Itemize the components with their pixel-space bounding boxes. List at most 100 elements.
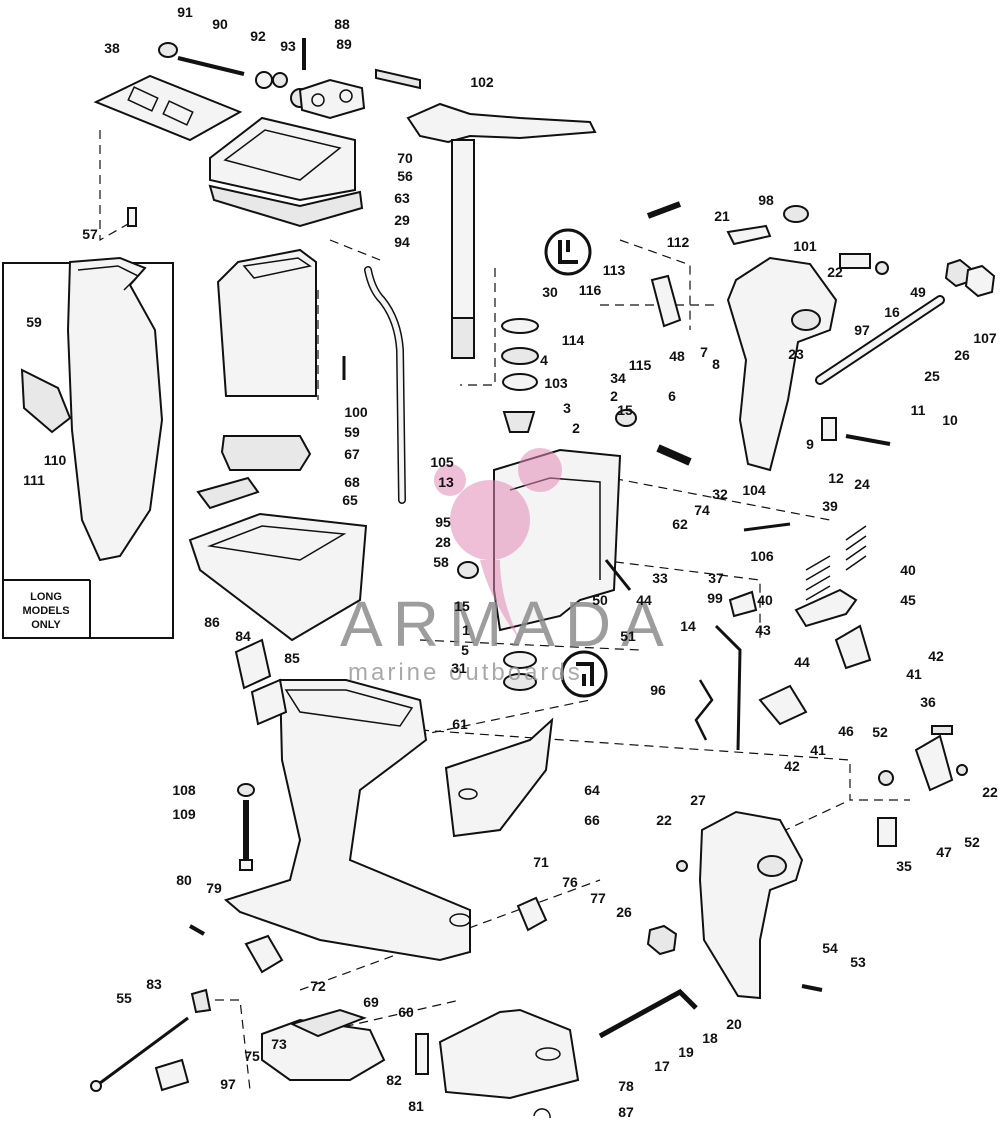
cover-64	[444, 717, 554, 838]
part-label-47: 47	[936, 844, 952, 860]
part-label-22a: 22	[827, 264, 843, 280]
part-label-53: 53	[850, 954, 866, 970]
bolt-35	[877, 817, 897, 847]
cam-99	[728, 590, 758, 618]
part-label-111: 111	[23, 472, 45, 488]
rod-17	[598, 988, 698, 1039]
part-label-105: 105	[430, 454, 454, 470]
part-label-46: 46	[838, 723, 854, 739]
part-label-80: 80	[176, 872, 192, 888]
lower-parts	[90, 896, 580, 1119]
part-label-66: 66	[584, 812, 600, 828]
washer-52	[878, 770, 894, 786]
washer-22	[956, 764, 968, 776]
pin-32	[656, 444, 692, 466]
part-label-1: 1	[462, 622, 470, 638]
part-label-19: 19	[678, 1044, 694, 1060]
part-label-67: 67	[344, 446, 360, 462]
clip-83	[190, 988, 212, 1014]
driveshaft-housing	[223, 638, 554, 962]
part-label-27: 27	[690, 792, 706, 808]
long-models-inset: LONG MODELS ONLY	[2, 256, 174, 639]
part-label-59b: 59	[344, 424, 360, 440]
part-label-23: 23	[788, 346, 804, 362]
part-label-74: 74	[694, 502, 710, 518]
part-label-84: 84	[235, 628, 251, 644]
washer-16	[875, 261, 889, 275]
part-label-73: 73	[271, 1036, 287, 1052]
part-label-49: 49	[910, 284, 926, 300]
steering-assembly	[364, 102, 597, 504]
bolt-24	[845, 434, 891, 446]
part-label-39: 39	[822, 498, 838, 514]
inset-caption-line3: ONLY	[31, 619, 61, 631]
gasket-38	[93, 74, 243, 142]
part-label-54: 54	[822, 940, 838, 956]
part-label-101: 101	[793, 238, 817, 254]
nut-26b	[646, 924, 678, 956]
washer-31	[503, 673, 537, 691]
part-label-113: 113	[603, 262, 626, 278]
nut-107	[964, 264, 996, 298]
part-label-96: 96	[650, 682, 666, 698]
part-label-50: 50	[592, 592, 608, 608]
part-label-94: 94	[394, 234, 410, 250]
plate-12	[821, 417, 837, 441]
part-label-63: 63	[394, 190, 410, 206]
part-label-44b: 44	[794, 654, 810, 670]
cam-98	[783, 205, 809, 223]
part-label-28: 28	[435, 534, 451, 550]
washer-93	[272, 72, 288, 88]
part-label-33: 33	[652, 570, 668, 586]
part-label-26b: 26	[616, 904, 632, 920]
part-label-11: 11	[911, 402, 926, 418]
watermark-brand: ARMADA	[340, 588, 674, 660]
inset-caption-line2: MODELS	[22, 605, 69, 617]
part-label-5: 5	[461, 642, 469, 658]
part-label-90: 90	[212, 16, 228, 32]
driveshaft-housing-61	[223, 679, 471, 962]
stern-bracket-lower	[598, 810, 823, 1039]
part-label-65: 65	[342, 492, 358, 508]
bushing-4	[501, 347, 539, 365]
adapter-assembly	[93, 38, 421, 228]
part-label-55: 55	[116, 990, 132, 1006]
part-label-83: 83	[146, 976, 162, 992]
part-label-4: 4	[540, 352, 548, 368]
part-label-99: 99	[707, 590, 723, 606]
part-label-20: 20	[726, 1016, 742, 1032]
washer-92b	[255, 71, 273, 89]
part-label-81: 81	[408, 1098, 424, 1114]
part-label-112: 112	[667, 234, 690, 250]
part-label-40a: 40	[900, 562, 916, 578]
part-label-92: 92	[250, 28, 266, 44]
part-label-57: 57	[82, 226, 98, 242]
spring-40b	[845, 525, 867, 571]
part-label-42b: 42	[784, 758, 800, 774]
watermark: ARMADA marine outboards	[340, 448, 674, 686]
part-label-43: 43	[755, 622, 771, 638]
part-label-61: 61	[452, 716, 468, 732]
gasket-67	[220, 435, 312, 471]
part-label-13: 13	[438, 474, 454, 490]
part-label-88: 88	[334, 16, 350, 32]
bolt-90	[177, 56, 245, 76]
bearing-103	[502, 373, 538, 391]
part-label-18: 18	[702, 1030, 718, 1046]
part-label-26a: 26	[954, 347, 970, 363]
bracket-47	[914, 734, 954, 792]
lever-48	[650, 274, 682, 328]
part-label-75: 75	[244, 1048, 260, 1064]
part-label-10: 10	[942, 412, 958, 428]
part-label-82: 82	[386, 1072, 402, 1088]
washer-30	[501, 318, 539, 334]
rod-14	[714, 624, 742, 751]
part-label-106: 106	[750, 548, 774, 564]
part-label-38: 38	[104, 40, 120, 56]
pin-112	[646, 201, 682, 219]
steering-arm	[406, 102, 597, 144]
part-label-25: 25	[924, 368, 940, 384]
part-label-30: 30	[542, 284, 558, 300]
